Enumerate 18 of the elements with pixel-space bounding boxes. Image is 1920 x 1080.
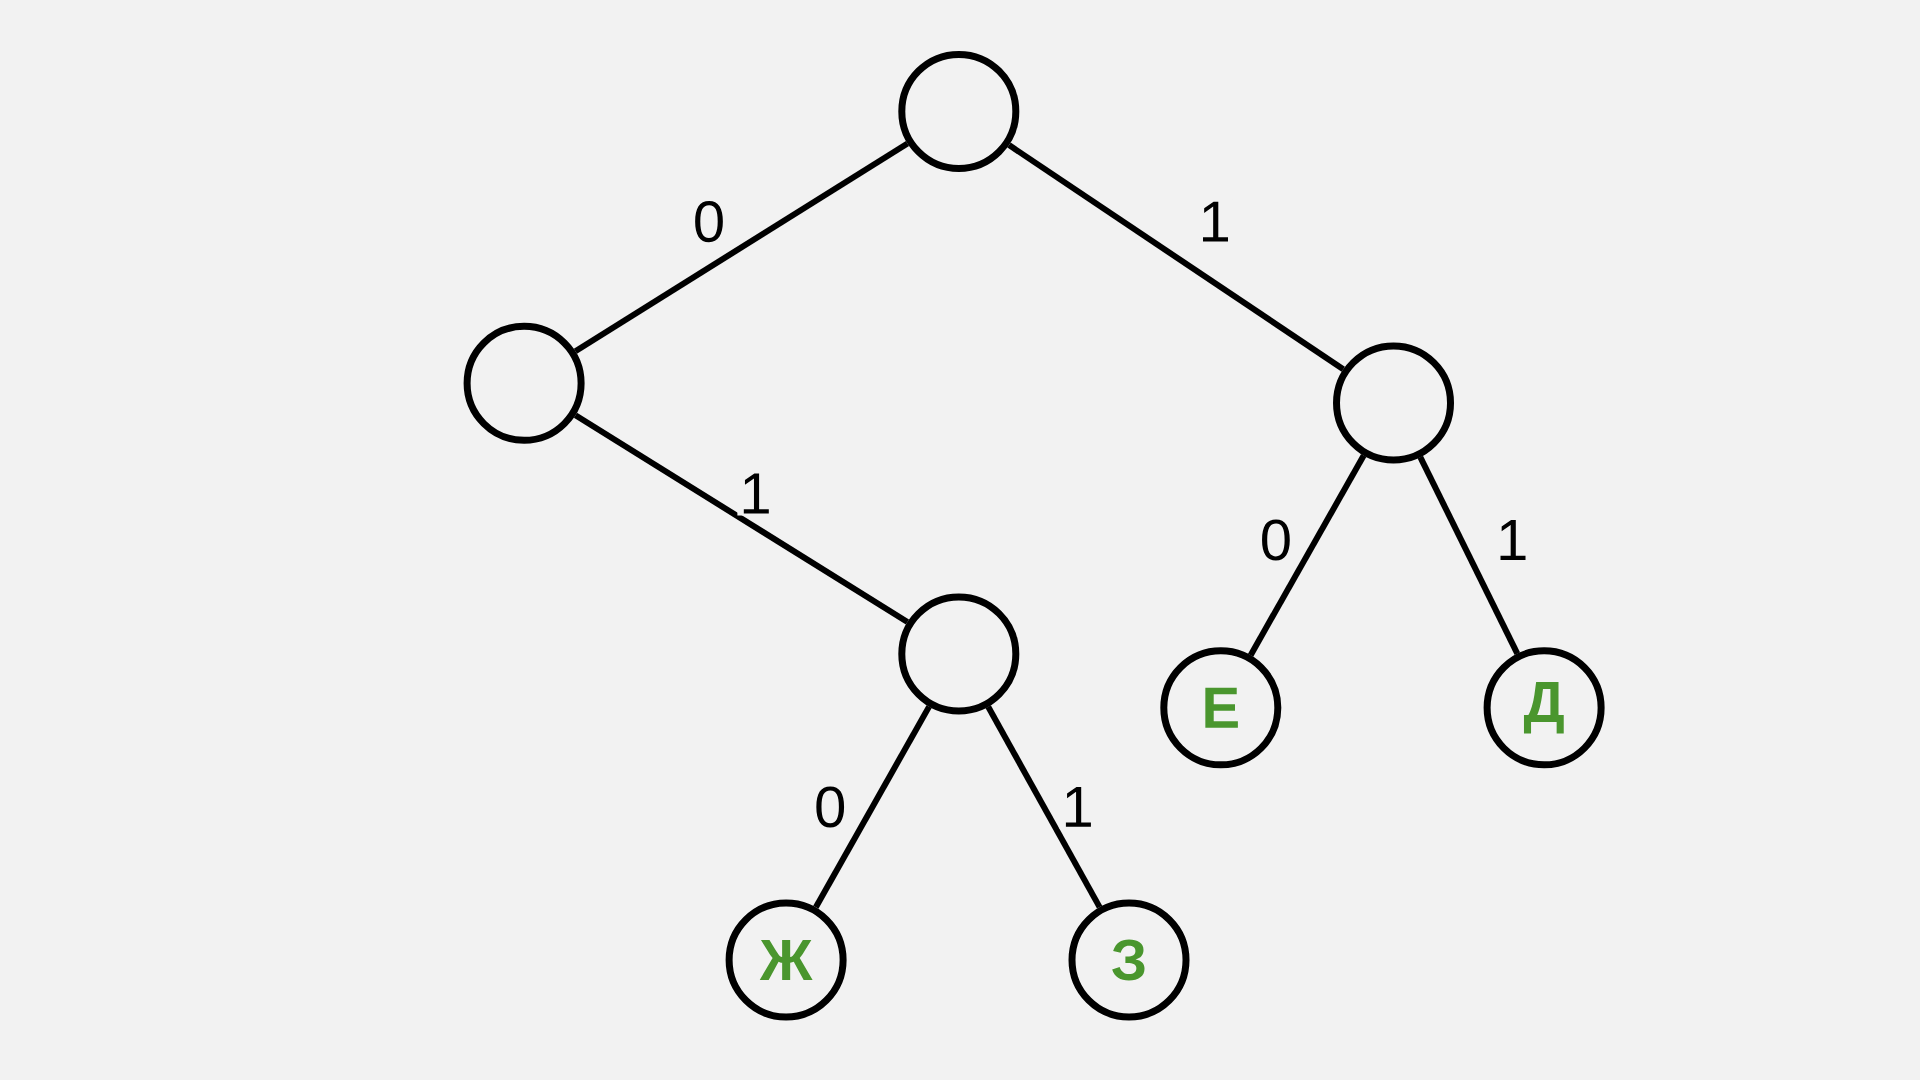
empty-circle bbox=[1333, 342, 1454, 464]
tree-edge bbox=[813, 705, 932, 909]
tree-edge bbox=[1007, 142, 1345, 372]
tree-edge bbox=[1417, 455, 1520, 655]
tree-edge bbox=[573, 412, 910, 625]
edge-label: 0 bbox=[812, 784, 849, 830]
empty-circle bbox=[898, 593, 1020, 715]
edge-label: 1 bbox=[737, 471, 774, 516]
edge-label: 0 bbox=[1257, 517, 1295, 563]
tree-edge bbox=[573, 140, 910, 354]
tree-edge bbox=[1248, 454, 1367, 657]
empty-circle bbox=[463, 322, 585, 444]
edge-label: 1 bbox=[1196, 199, 1233, 244]
edge-label: 0 bbox=[690, 199, 728, 245]
edge-label: 1 bbox=[1494, 518, 1531, 562]
tree-edge bbox=[985, 705, 1103, 909]
edge-label: 1 bbox=[1059, 784, 1096, 829]
empty-circle bbox=[898, 50, 1020, 172]
